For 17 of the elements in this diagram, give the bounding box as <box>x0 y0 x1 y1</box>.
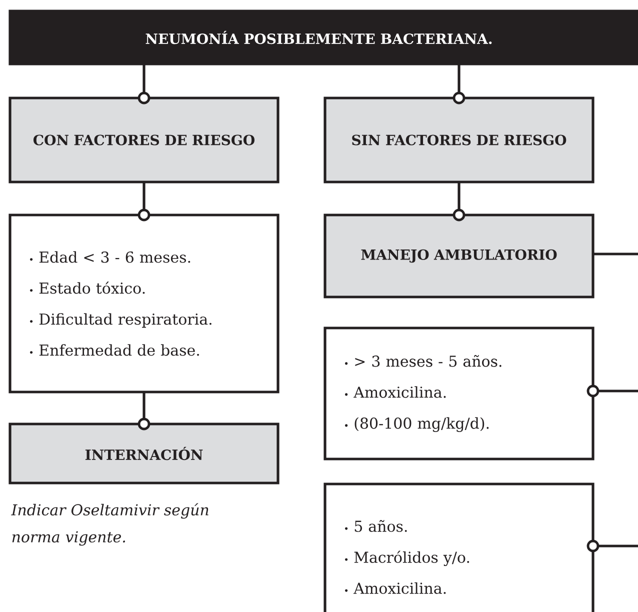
step-box: MANEJO AMBULATORIO <box>324 214 594 298</box>
title-bar: NEUMONÍA POSIBLEMENTE BACTERIANA. <box>8 10 638 66</box>
list-box: Edad < 3 - 6 meses. Estado tóxico. Dificultad respiratoria. Enfermedad de base. <box>8 214 280 394</box>
connector <box>586 540 638 552</box>
connector <box>452 183 466 222</box>
list-box: > 3 meses - 5 años. Amoxicilina. (80-100 mg/kg/d). <box>324 326 594 460</box>
connector <box>138 393 150 430</box>
step-box: CON FACTORES DE RIESGO <box>8 96 280 184</box>
note-text: Indicar Oseltamivir según norma vigente. <box>11 503 208 546</box>
list-box: 5 años. Macrólidos y/o. Amoxicilina. <box>324 482 594 612</box>
connector <box>593 252 638 256</box>
connector <box>138 183 150 222</box>
connector <box>586 384 638 398</box>
step-box: INTERNACIÓN <box>8 422 280 484</box>
connector <box>138 65 150 104</box>
step-box: SIN FACTORES DE RIESGO <box>324 96 594 184</box>
connector <box>452 65 466 104</box>
